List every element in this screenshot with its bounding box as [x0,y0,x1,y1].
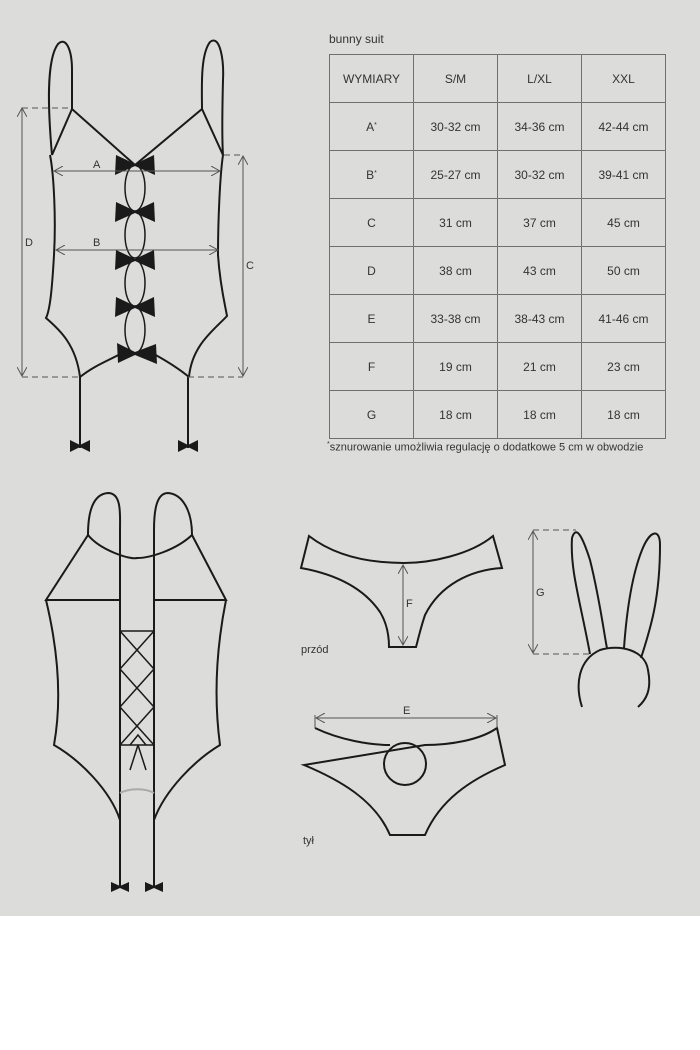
table-row: E 33-38 cm 38-43 cm 41-46 cm [329,294,666,343]
product-title: bunny suit [329,32,384,46]
back-bow-icons [111,882,163,892]
table-cell: 18 cm [497,390,582,439]
bodysuit-back-drawing [44,491,228,888]
table-row: A* 30-32 cm 34-36 cm 42-44 cm [329,102,666,151]
table-cell: 39-41 cm [581,150,666,199]
panties-front-drawing [299,534,504,648]
crotch-seam [119,788,155,794]
bow-icons [70,155,198,452]
dimension-lines-front [22,108,243,378]
panties-back-drawing [300,726,507,836]
table-row: G 18 cm 18 cm 18 cm [329,390,666,439]
table-cell: 31 cm [413,198,498,247]
row-label: B* [329,150,414,199]
bodysuit-front-drawing [44,39,229,448]
table-cell: 41-46 cm [581,294,666,343]
label-f: F [406,598,413,610]
table-cell: 25-27 cm [413,150,498,199]
label-a: A [93,159,101,171]
footnote: *sznurowanie umożliwia regulację o dodat… [327,441,644,454]
header-cell: XXL [581,54,666,103]
table-row: C 31 cm 37 cm 45 cm [329,198,666,247]
label-b: B [93,237,101,249]
label-d: D [25,237,33,249]
size-table: WYMIARY S/M L/XL XXL A* 30-32 cm 34-36 c… [329,54,666,439]
label-g: G [536,587,545,599]
table-cell: 45 cm [581,198,666,247]
table-cell: 42-44 cm [581,102,666,151]
table-cell: 23 cm [581,342,666,391]
row-label: A* [329,102,414,151]
label-back: tył [303,835,314,847]
row-label: G [329,390,414,439]
table-cell: 18 cm [413,390,498,439]
label-c: C [246,260,254,272]
table-cell: 30-32 cm [497,150,582,199]
table-cell: 33-38 cm [413,294,498,343]
label-e: E [403,705,411,717]
dimension-e [314,715,498,728]
garment-drawings [0,39,662,892]
bunny-ears-drawing [570,531,662,708]
table-row: B* 25-27 cm 30-32 cm 39-41 cm [329,150,666,199]
table-cell: 30-32 cm [413,102,498,151]
row-label: E [329,294,414,343]
table-cell: 21 cm [497,342,582,391]
table-cell: 34-36 cm [497,102,582,151]
table-cell: 37 cm [497,198,582,247]
row-label: C [329,198,414,247]
label-front: przód [301,644,329,656]
table-cell: 50 cm [581,246,666,295]
table-header-row: WYMIARY S/M L/XL XXL [329,54,666,103]
dimension-g [533,529,590,655]
table-cell: 18 cm [581,390,666,439]
table-row: D 38 cm 43 cm 50 cm [329,246,666,295]
